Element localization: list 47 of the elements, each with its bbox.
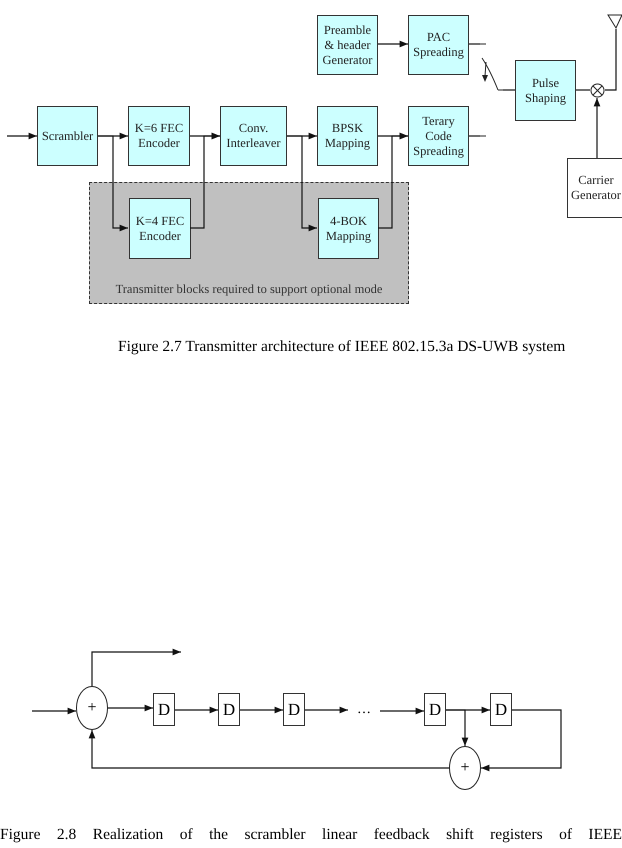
process-box: K=6 FEC Encoder bbox=[128, 106, 190, 166]
plus-sign: + bbox=[460, 759, 470, 777]
arrow bbox=[287, 135, 317, 232]
arrow bbox=[108, 704, 153, 712]
process-box: Terary Code Spreading bbox=[408, 106, 469, 166]
arrow bbox=[305, 706, 348, 714]
arrow bbox=[175, 706, 218, 714]
caption: Figure 2.7 Transmitter architecture of IEEE 802.15.3a DS-UWB system bbox=[118, 338, 566, 356]
connector-line bbox=[469, 135, 480, 137]
arrow bbox=[378, 40, 408, 48]
process-box: Scrambler bbox=[37, 106, 98, 166]
process-box: Preamble & header Generator bbox=[317, 15, 378, 75]
antenna-icon bbox=[607, 14, 622, 29]
process-box: Pulse Shaping bbox=[515, 60, 576, 121]
process-box: Carrier Generator bbox=[567, 158, 622, 218]
arrow bbox=[32, 708, 76, 714]
connector-line bbox=[605, 29, 617, 91]
connector-line bbox=[503, 89, 515, 91]
arrow bbox=[91, 648, 181, 686]
mixer-icon bbox=[590, 83, 605, 98]
arrow bbox=[594, 98, 600, 158]
process-box: PAC Spreading bbox=[408, 15, 469, 75]
delay-box: D bbox=[283, 693, 305, 726]
connector-line bbox=[576, 89, 590, 91]
caption: Figure 2.8 Realization of the scrambler linear feedback shift registers of IEEE bbox=[0, 826, 622, 844]
delay-box: D bbox=[153, 693, 175, 726]
process-box: BPSK Mapping bbox=[317, 106, 378, 166]
delay-box: D bbox=[218, 693, 240, 726]
delay-box: D bbox=[490, 693, 512, 726]
process-box: Conv. Interleaver bbox=[220, 106, 287, 166]
arrow bbox=[380, 708, 424, 714]
process-box: K=4 FEC Encoder bbox=[129, 198, 191, 259]
arrow bbox=[481, 709, 562, 772]
optional-blocks-region bbox=[89, 182, 409, 304]
arrow bbox=[7, 132, 37, 140]
connector-line bbox=[469, 43, 480, 45]
arrow bbox=[98, 135, 128, 232]
arrow bbox=[88, 730, 449, 769]
arrow bbox=[240, 706, 283, 714]
ellipsis-text: … bbox=[348, 700, 380, 720]
group-title: Transmitter blocks required to support optional mode bbox=[116, 282, 382, 297]
process-box: 4-BOK Mapping bbox=[318, 198, 379, 259]
arrow bbox=[446, 709, 468, 746]
plus-sign: + bbox=[87, 699, 97, 717]
arrow bbox=[378, 132, 408, 229]
arrow bbox=[190, 132, 220, 229]
delay-box: D bbox=[424, 693, 446, 726]
